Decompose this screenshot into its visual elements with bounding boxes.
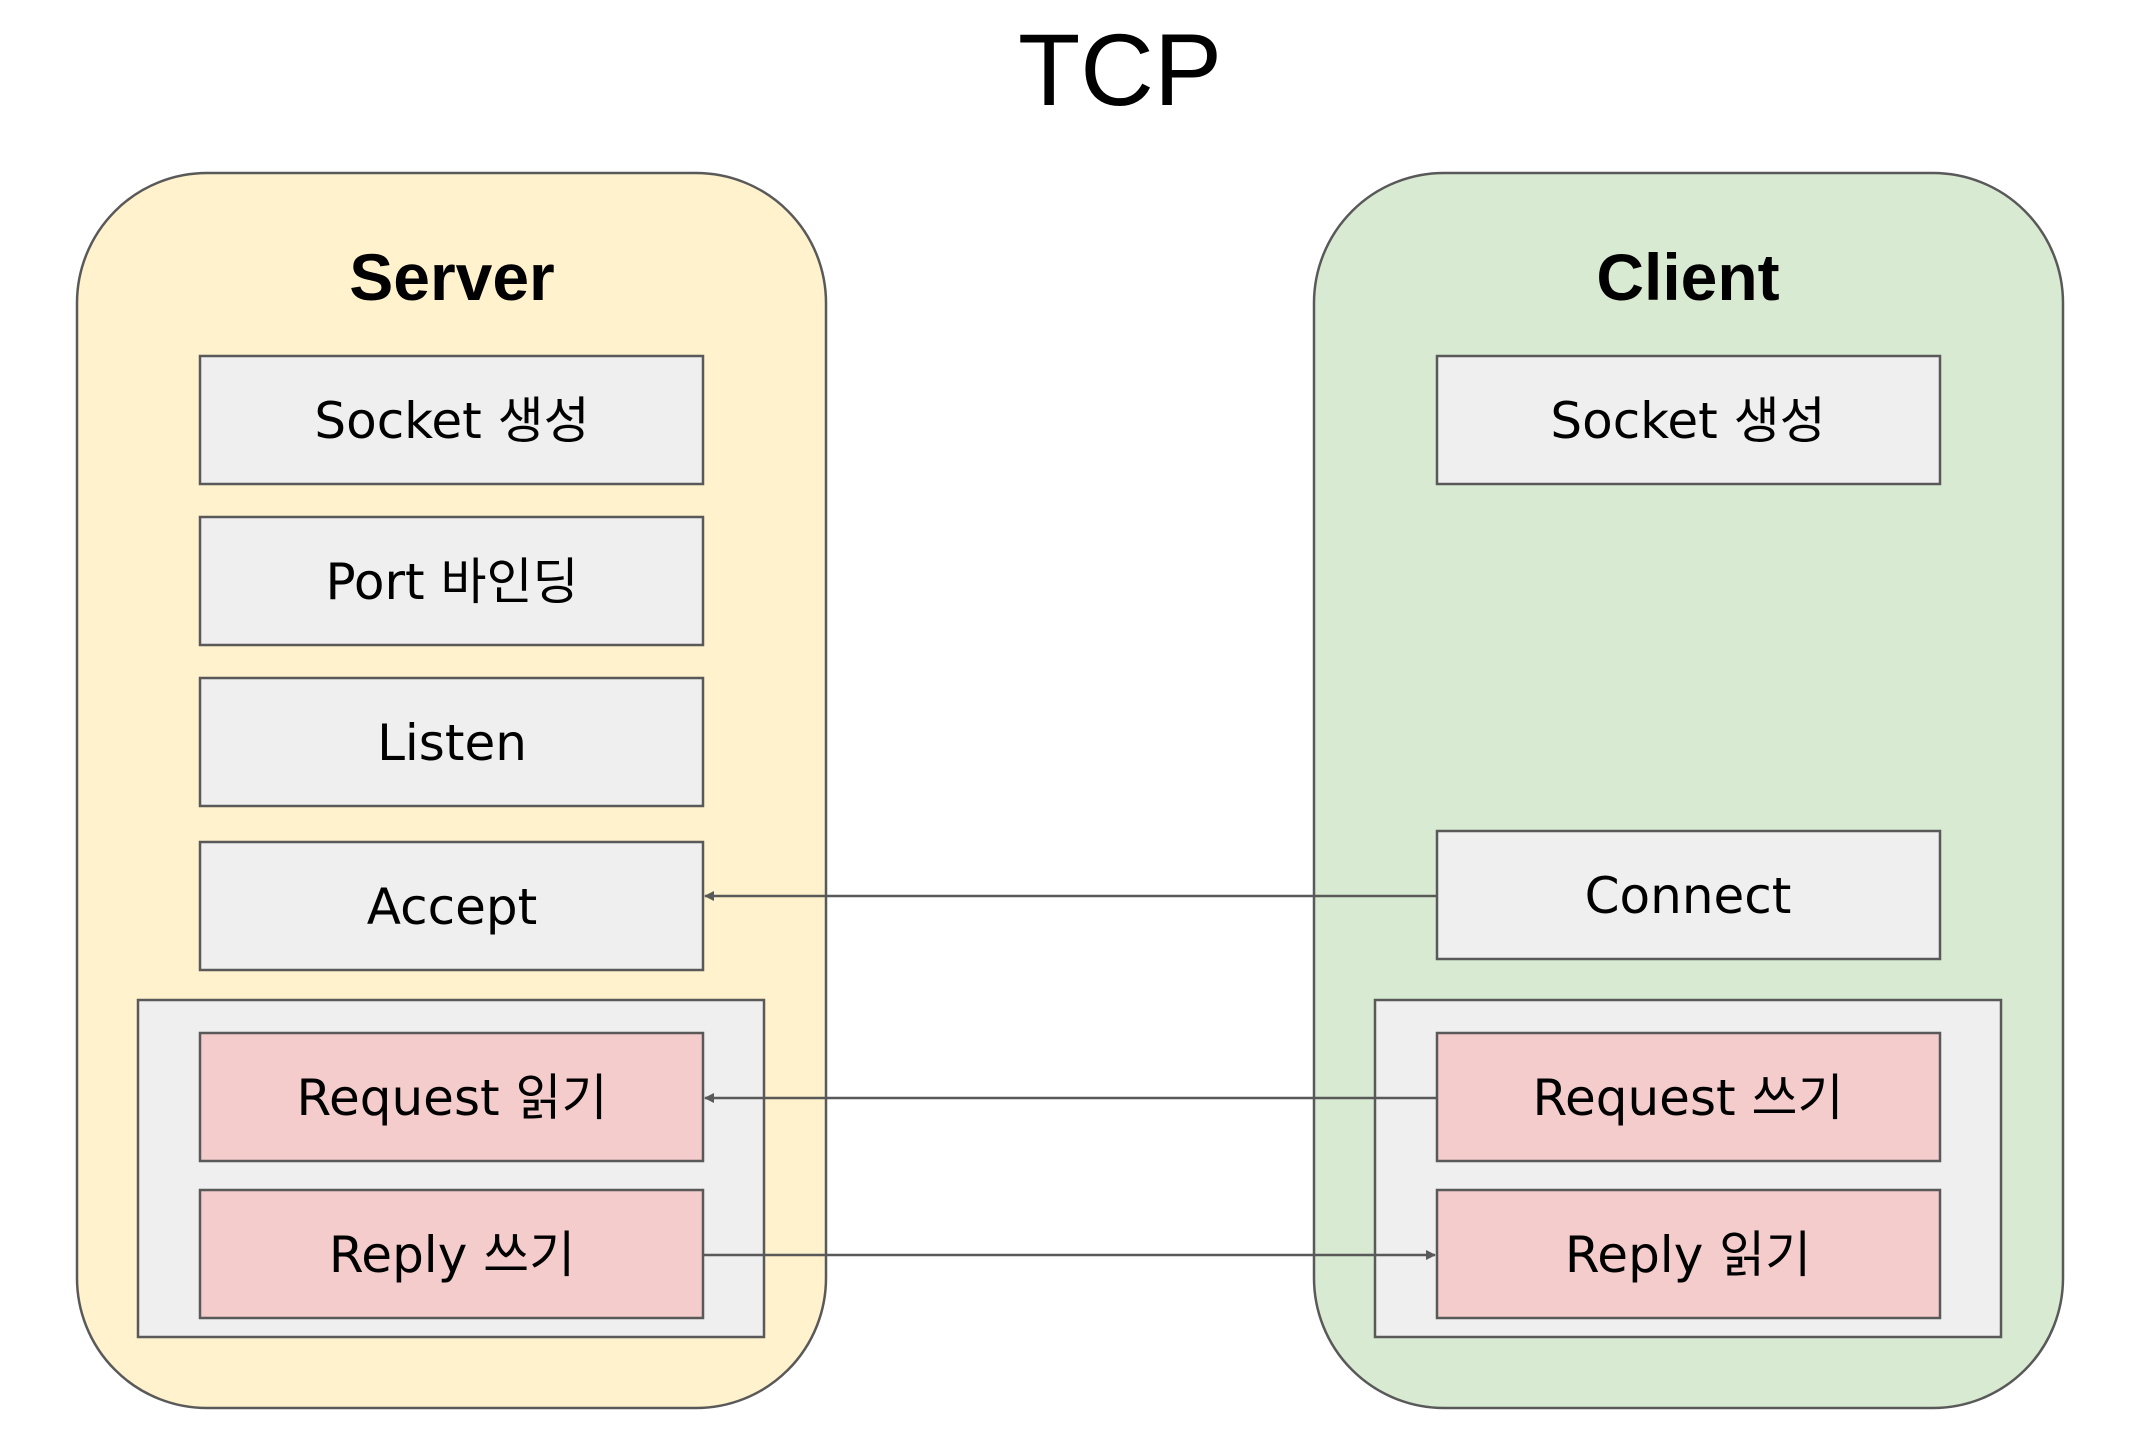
client-panel: Client Socket 생성 Connect Request 쓰기 Repl…	[1312, 171, 2065, 1410]
server-step-write-reply-label: Reply 쓰기	[329, 1226, 575, 1284]
client-panel-title: Client	[1596, 240, 1779, 314]
client-step-socket-box	[1435, 354, 1942, 486]
server-step-socket-box	[198, 354, 705, 486]
client-step-read-reply-box	[1435, 1188, 1942, 1320]
server-panel-title: Server	[349, 240, 555, 314]
server-step-bind: Port 바인딩	[198, 515, 705, 647]
server-step-write-reply: Reply 쓰기	[198, 1188, 705, 1320]
server-step-read-request-box	[198, 1031, 705, 1163]
server-step-listen-label: Listen	[377, 714, 527, 772]
client-step-write-request-label: Request 쓰기	[1533, 1069, 1844, 1127]
client-step-read-reply-label: Reply 읽기	[1565, 1226, 1811, 1284]
server-step-accept-box	[198, 840, 705, 972]
server-step-listen-box	[198, 676, 705, 808]
client-step-write-request-box	[1435, 1031, 1942, 1163]
server-step-bind-label: Port 바인딩	[325, 553, 578, 611]
server-step-accept: Accept	[198, 840, 705, 972]
server-panel: Server Socket 생성 Port 바인딩 Listen Accept …	[75, 171, 828, 1410]
server-step-socket: Socket 생성	[198, 354, 705, 486]
client-step-connect: Connect	[1435, 829, 1942, 961]
client-step-connect-box	[1435, 829, 1942, 961]
client-step-socket-label: Socket 생성	[1550, 392, 1825, 450]
server-step-accept-label: Accept	[367, 878, 537, 936]
client-step-read-reply: Reply 읽기	[1435, 1188, 1942, 1320]
server-step-listen: Listen	[198, 676, 705, 808]
server-step-socket-label: Socket 생성	[314, 392, 589, 450]
server-step-bind-box	[198, 515, 705, 647]
client-step-connect-label: Connect	[1585, 867, 1792, 925]
client-step-write-request: Request 쓰기	[1435, 1031, 1942, 1163]
server-step-write-reply-box	[198, 1188, 705, 1320]
diagram-title: TCP	[1018, 13, 1222, 127]
server-step-read-request-label: Request 읽기	[297, 1069, 608, 1127]
server-step-read-request: Request 읽기	[198, 1031, 705, 1163]
client-step-socket: Socket 생성	[1435, 354, 1942, 486]
